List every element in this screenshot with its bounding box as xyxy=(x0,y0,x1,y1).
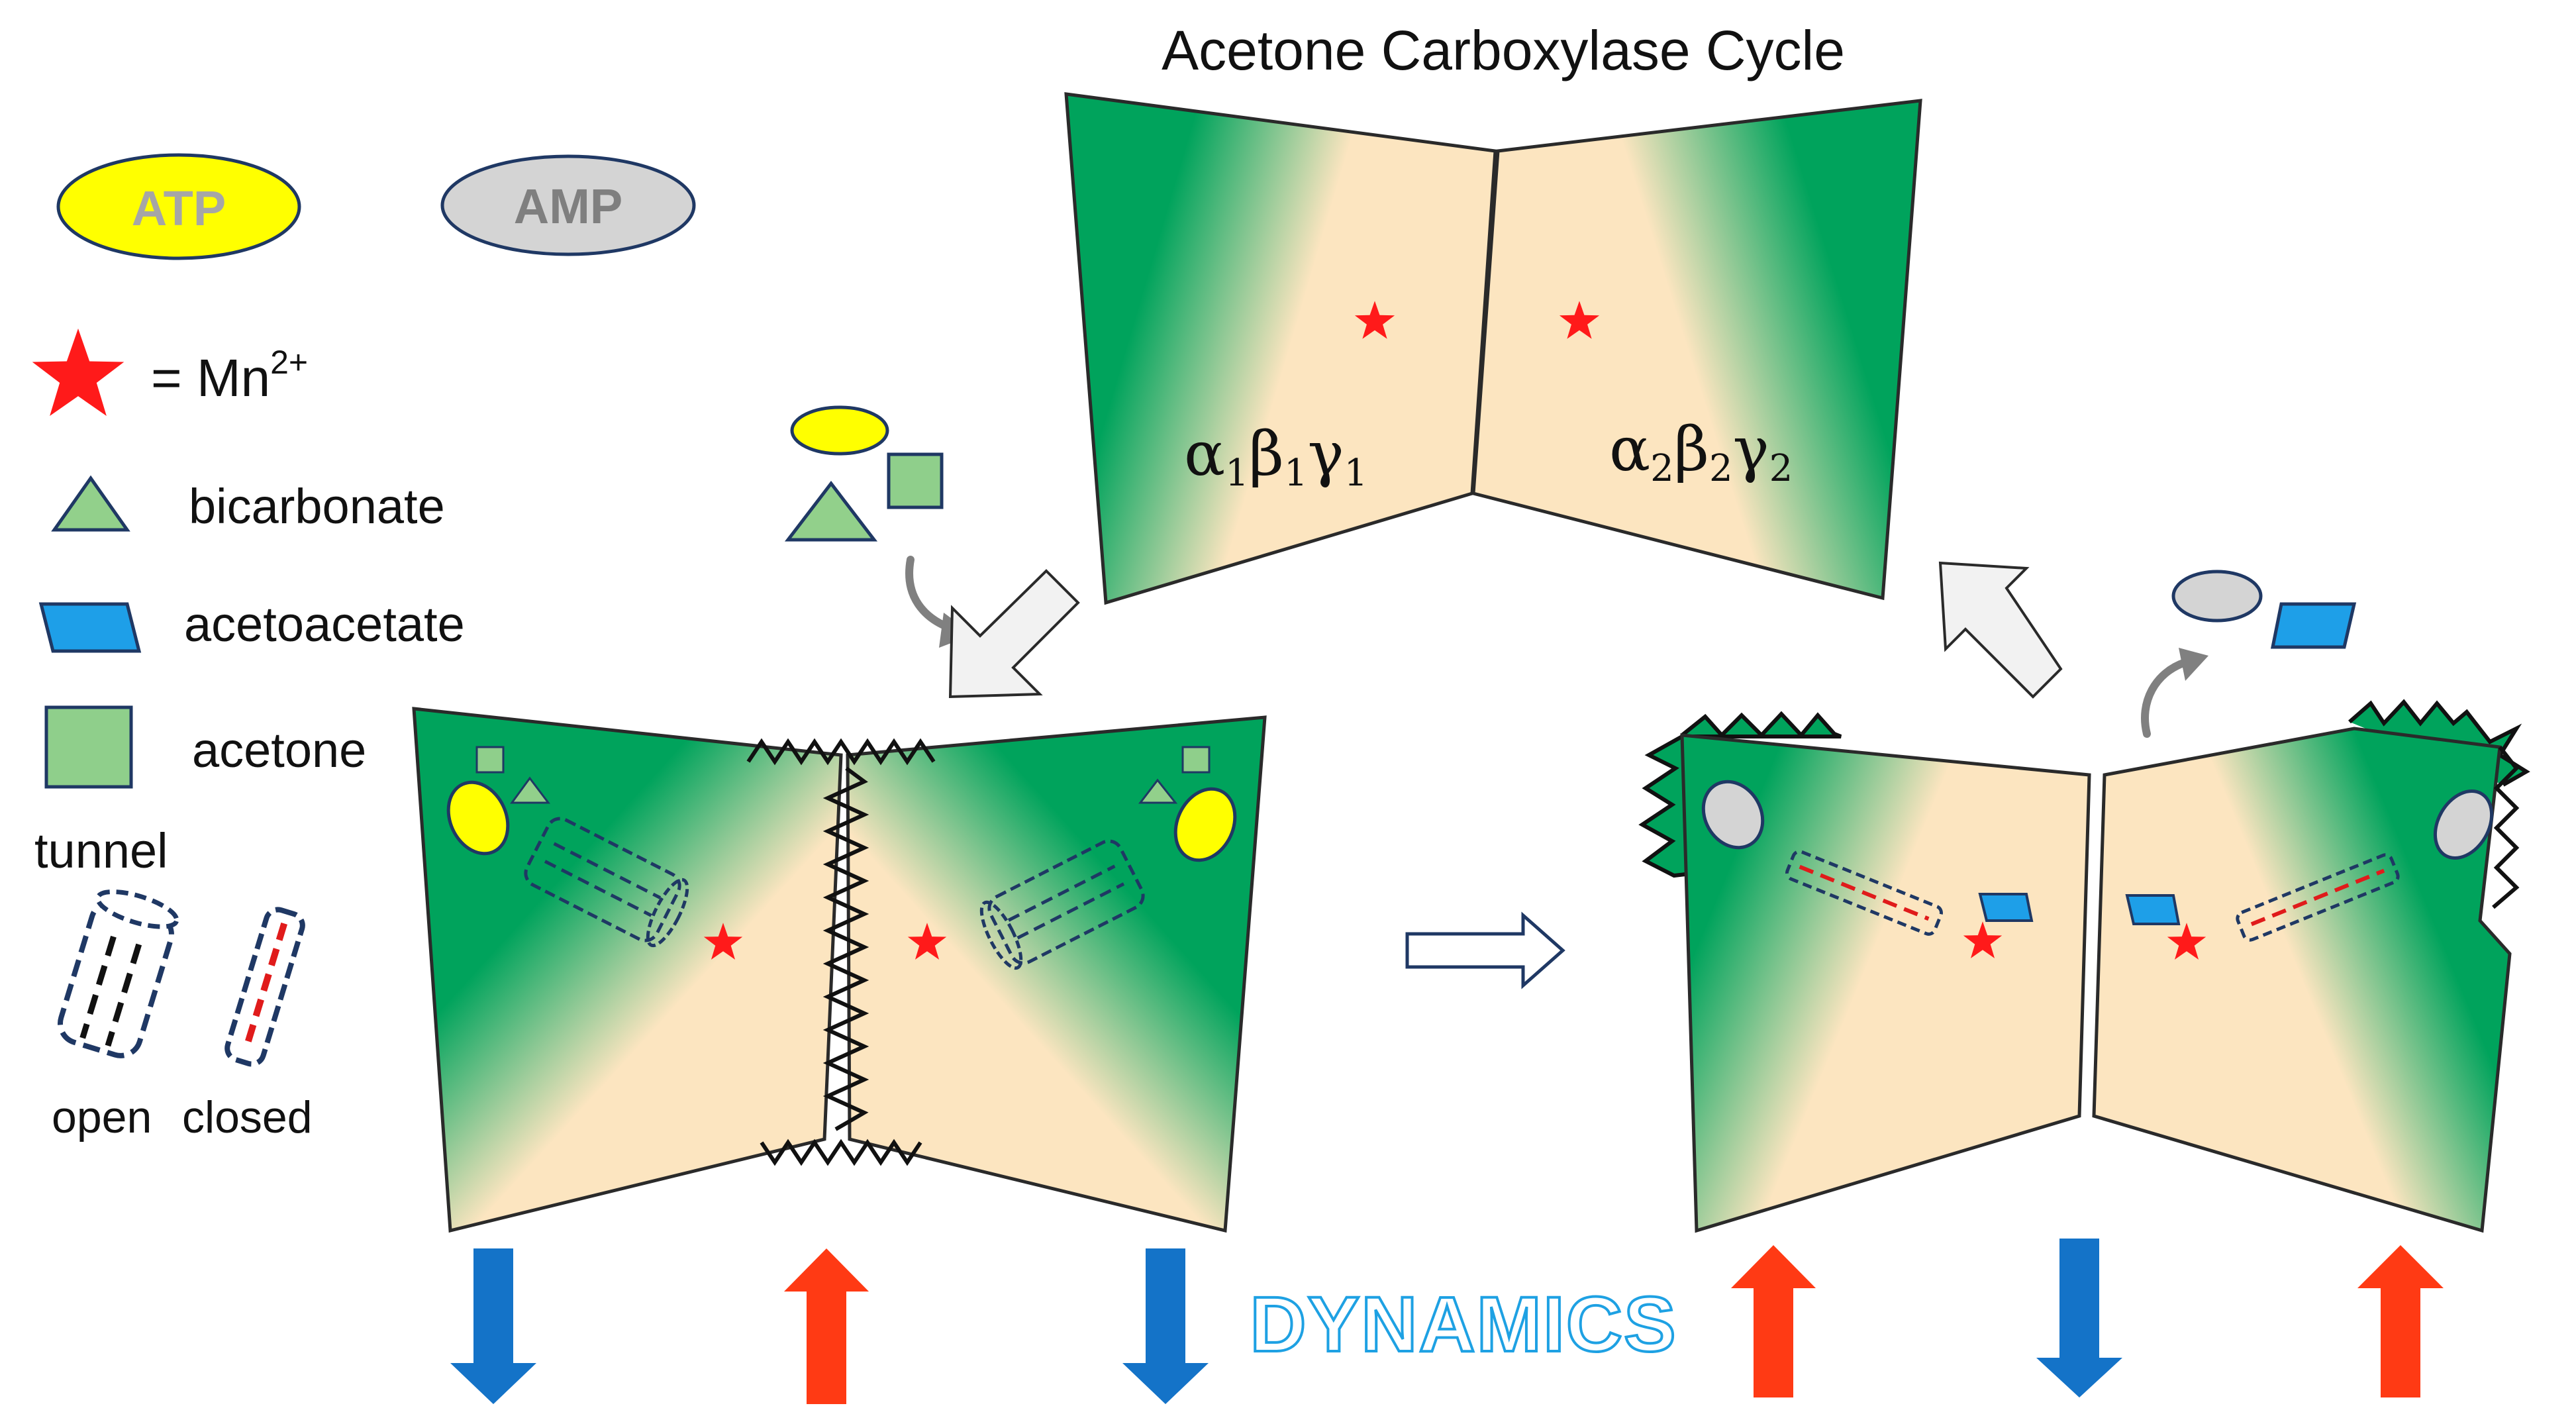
star-icon xyxy=(32,329,124,416)
amp-label: AMP xyxy=(514,179,622,234)
bl-left-panel xyxy=(412,707,843,1233)
diagram-title: Acetone Carboxylase Cycle xyxy=(1162,19,1845,81)
legend: ATP AMP = Mn2+ bicarbonate acetoacetate … xyxy=(32,153,696,1142)
atp-ellipse xyxy=(1173,787,1237,862)
square-icon xyxy=(44,705,133,789)
tunnel-closed-icon xyxy=(224,907,305,1067)
mn-label: = Mn2+ xyxy=(151,344,308,407)
dynamics-label: DYNAMICS xyxy=(1250,1281,1677,1368)
spiky-edge-side xyxy=(1638,735,1686,878)
outgoing-products xyxy=(2141,570,2357,738)
tunnel-closed-icon xyxy=(2236,853,2400,942)
triangle-icon xyxy=(510,776,551,804)
tunnel-open-icon xyxy=(58,889,179,1058)
br-left-panel xyxy=(1680,733,2091,1233)
acetoacetate-label: acetoacetate xyxy=(184,597,465,652)
block-arrow-icon xyxy=(1405,911,1565,989)
bicarbonate-label: bicarbonate xyxy=(189,479,445,534)
curved-arrow-icon xyxy=(2141,658,2189,738)
down-arrow-icon xyxy=(450,1248,536,1404)
acetone-label: acetone xyxy=(192,723,366,778)
top-right-panel xyxy=(1471,99,1922,601)
state-top: α1β1γ1 α2β2γ2 xyxy=(1064,92,1922,605)
subunit-label-1: α1β1γ1 xyxy=(1184,419,1367,495)
br-right-panel xyxy=(2092,727,2512,1233)
incoming-substrates xyxy=(784,405,973,648)
open-label: open xyxy=(52,1092,152,1142)
amp-ellipse xyxy=(1701,780,1765,850)
closed-label: closed xyxy=(182,1092,313,1142)
tunnel-open-icon xyxy=(524,817,689,948)
amp-ellipse xyxy=(2171,570,2263,623)
triangle-icon xyxy=(784,480,878,542)
square-icon xyxy=(887,452,944,509)
dynamics-arrows xyxy=(450,1239,2444,1404)
down-arrow-icon xyxy=(2036,1239,2122,1397)
tunnel-open-icon xyxy=(979,839,1145,970)
spiky-edge-right-side xyxy=(2492,746,2520,909)
zigzag-bottom xyxy=(760,1139,922,1166)
subunit-label-2: α2β2γ2 xyxy=(1609,414,1793,490)
parallelogram-icon xyxy=(1978,893,2034,922)
up-arrow-icon xyxy=(1731,1245,1816,1397)
square-icon xyxy=(1181,746,1211,774)
parallelogram-icon xyxy=(2125,894,2181,925)
atp-ellipse xyxy=(56,153,301,260)
spiky-edge-left xyxy=(1681,711,1842,738)
bl-right-panel xyxy=(846,715,1267,1233)
parallelogram-icon xyxy=(2270,602,2357,649)
parallelogram-icon xyxy=(38,602,142,653)
atp-ellipse xyxy=(790,405,889,456)
tunnel-closed-icon xyxy=(1785,850,1943,936)
curved-arrow-head xyxy=(2179,648,2208,681)
tunnel-label: tunnel xyxy=(34,823,168,878)
zigzag-top xyxy=(746,738,936,766)
state-bottom-left xyxy=(412,707,1267,1233)
atp-ellipse xyxy=(446,780,510,856)
block-arrow-icon xyxy=(948,569,1080,699)
down-arrow-icon xyxy=(1122,1248,1209,1404)
square-icon xyxy=(475,746,505,774)
triangle-icon xyxy=(1138,778,1178,804)
amp-ellipse xyxy=(2433,789,2494,860)
atp-label: ATP xyxy=(132,181,226,236)
top-left-panel xyxy=(1064,92,1497,605)
state-bottom-right xyxy=(1638,699,2530,1233)
triangle-icon xyxy=(51,475,130,532)
zigzag-interface xyxy=(822,766,869,1131)
up-arrow-icon xyxy=(2357,1245,2444,1397)
up-arrow-icon xyxy=(784,1248,869,1404)
block-arrow-icon xyxy=(1938,561,2063,699)
amp-ellipse xyxy=(440,154,696,256)
